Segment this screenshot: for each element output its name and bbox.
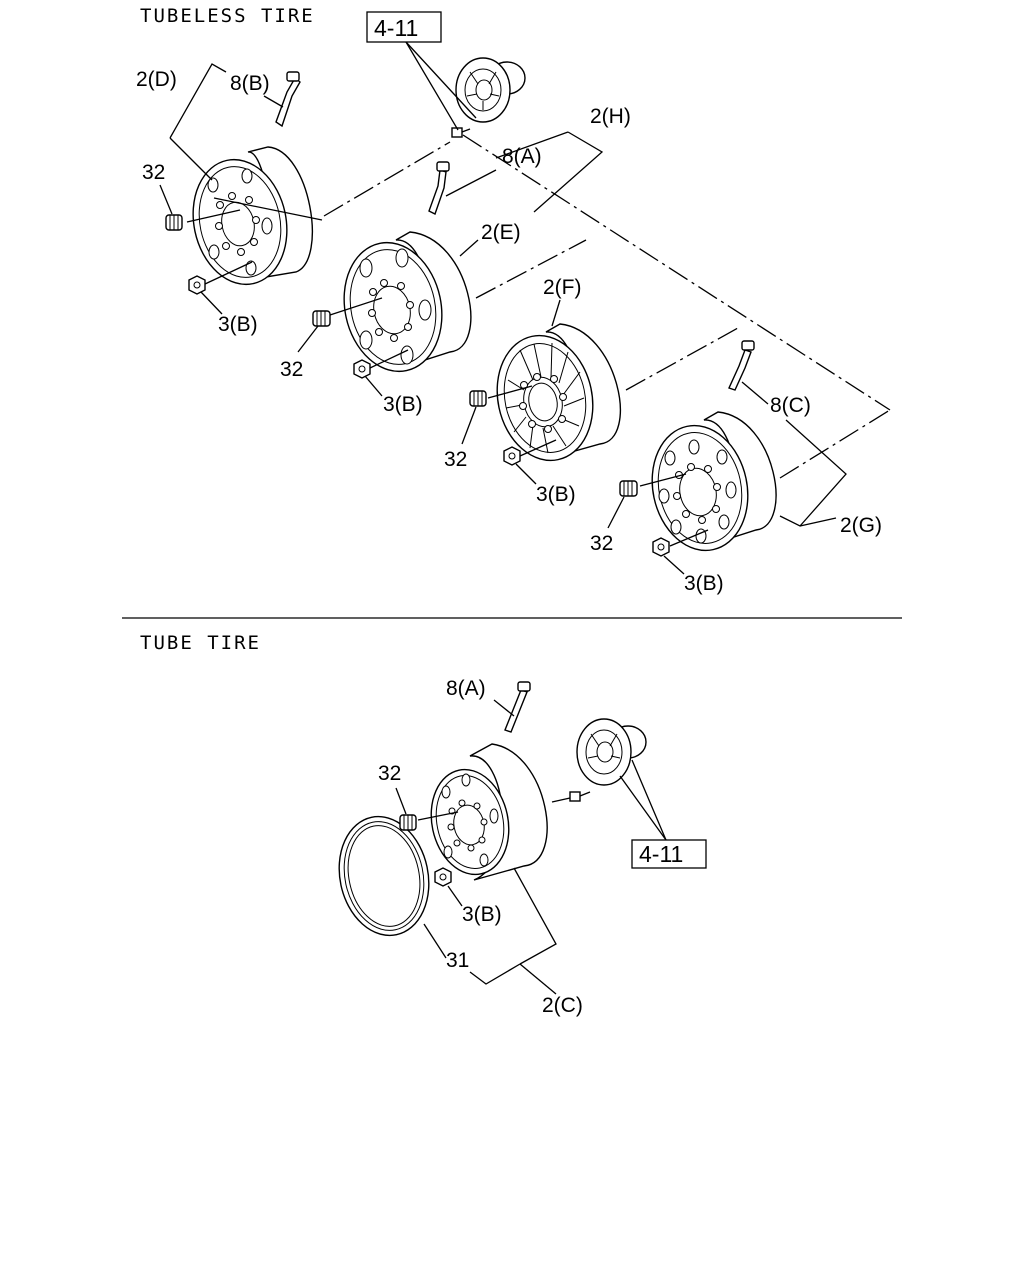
leader-31 [423, 923, 447, 959]
leader-8c [741, 381, 769, 405]
leader-3b-g [663, 555, 685, 575]
leader-2g-label [799, 517, 837, 527]
leader-32-f-stud [487, 385, 533, 399]
leader-2f [551, 299, 561, 327]
leader-8a-top [445, 169, 497, 197]
label-wheel-2d: 2(D) [136, 68, 177, 91]
valve-8b [275, 71, 301, 128]
wheel-2f [496, 323, 621, 462]
leader-32-tube [395, 787, 407, 815]
label-nut-32-tube: 32 [378, 762, 401, 785]
leader-2h-bracket [533, 131, 604, 213]
nut-32-f [469, 390, 487, 407]
nut-3b-tube [434, 867, 452, 887]
label-wheel-2c: 2(C) [542, 994, 583, 1017]
leader-2c-bracket [513, 867, 557, 965]
leader-ref-top-a [405, 41, 459, 131]
label-valve-8a-tube: 8(A) [446, 677, 486, 700]
label-valve-8c: 8(C) [770, 394, 811, 417]
leader-32-g [607, 496, 625, 529]
leader-32-d-stud [186, 209, 241, 223]
label-ring-31: 31 [446, 949, 469, 972]
leader-ref-bottom-b [631, 759, 667, 841]
label-nut-32-f: 32 [444, 448, 467, 471]
leader-3b-d [200, 291, 223, 315]
centerline-hub-2g [462, 134, 891, 411]
leader-32-g-stud [639, 473, 687, 487]
valve-8a-tube [504, 681, 531, 733]
label-nut-32-d: 32 [142, 161, 165, 184]
leader-2e [459, 239, 479, 257]
leader-3b-tube [447, 885, 463, 907]
centerline-2d-hub [323, 141, 451, 217]
section-title-tube: TUBE TIRE [140, 632, 261, 654]
label-nut-3b-tube: 3(B) [462, 903, 502, 926]
label-nut-3b-e: 3(B) [383, 393, 423, 416]
wheel-2c [430, 743, 548, 881]
leader-2c-label [519, 963, 557, 995]
leader-3b-d-stud [204, 261, 253, 285]
leader-32-e-stud [329, 297, 383, 316]
leader-3b-e [364, 375, 383, 397]
label-wheel-2e: 2(E) [481, 221, 521, 244]
label-nut-3b-f: 3(B) [536, 483, 576, 506]
leader-2d-wheel [169, 137, 213, 181]
wheel-2g [651, 411, 777, 552]
label-nut-32-g: 32 [590, 532, 613, 555]
leader-8a-tube [493, 699, 515, 717]
reference-label-top: 4-11 [374, 15, 418, 41]
wheel-2e [343, 231, 472, 373]
leader-2d-bracket [169, 63, 227, 139]
leader-3b-f [515, 463, 537, 485]
nut-32-d [165, 214, 183, 231]
section-title-tubeless: TUBELESS TIRE [140, 5, 315, 27]
valve-8c [728, 340, 755, 391]
label-nut-32-e: 32 [280, 358, 303, 381]
stud-line-2d [213, 197, 323, 221]
leader-3b-g-stud [669, 529, 709, 547]
reference-box-top [366, 11, 442, 43]
reference-box-bottom [631, 839, 707, 869]
nut-3b-d [188, 275, 206, 295]
leader-ref-top-b [405, 41, 477, 119]
leader-8b [263, 95, 284, 108]
valve-8a-top [428, 161, 450, 215]
label-wheel-2g: 2(G) [840, 514, 882, 537]
leader-2c-left [469, 963, 521, 985]
nut-32-tube [399, 814, 417, 831]
leader-32-e [297, 325, 319, 353]
nut-3b-e [353, 359, 371, 379]
leader-3b-f-stud [519, 439, 557, 457]
nut-3b-g [652, 537, 670, 557]
hub-assembly-bottom [569, 718, 647, 802]
reference-label-bottom: 4-11 [639, 841, 683, 867]
nut-3b-f [503, 446, 521, 466]
stud-line-tube [417, 811, 459, 821]
hub-assembly-top [451, 57, 526, 138]
ring-31 [338, 815, 430, 937]
centerline-2g [779, 409, 891, 479]
nut-32-g [619, 480, 638, 497]
leader-3b-e-stud [369, 349, 409, 369]
label-wheel-2h: 2(H) [590, 105, 631, 128]
nut-32-e [312, 310, 331, 327]
label-nut-3b-d: 3(B) [218, 313, 258, 336]
centerline-tube-hub [551, 797, 571, 803]
leader-32-d [159, 184, 173, 215]
leader-ref-bottom-a [619, 775, 667, 841]
label-wheel-2f: 2(F) [543, 276, 582, 299]
centerline-2f-2h [625, 327, 739, 391]
leader-32-f [461, 406, 477, 445]
label-nut-3b-g: 3(B) [684, 572, 724, 595]
leader-2g-bracket [779, 419, 847, 527]
label-valve-8a-top: 8(A) [502, 145, 542, 168]
leader-2h-upper [495, 131, 569, 159]
label-valve-8b: 8(B) [230, 72, 270, 95]
centerline-2e-2h [475, 239, 587, 299]
